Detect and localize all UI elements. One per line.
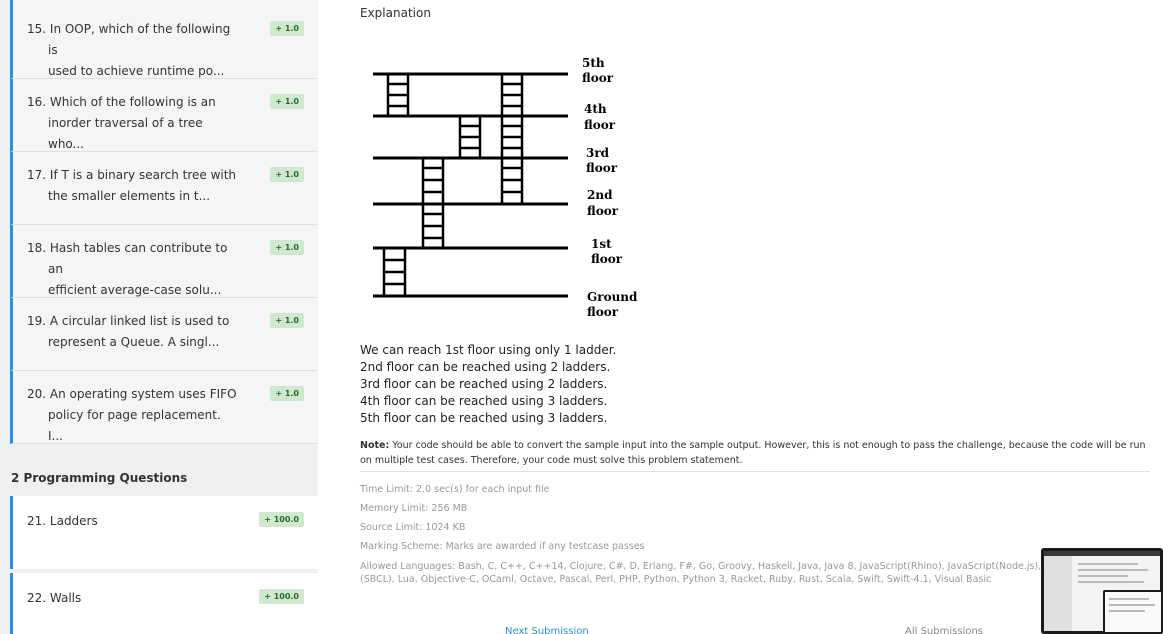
explanation-line: 4th floor can be reached using 3 ladders… bbox=[360, 394, 608, 408]
floor-label: 3rd bbox=[586, 146, 610, 160]
ladder bbox=[458, 116, 482, 158]
explanation-text: We can reach 1st floor using only 1 ladd… bbox=[360, 342, 616, 427]
question-item-21[interactable]: 21. Ladders + 100.0 bbox=[10, 496, 318, 569]
question-title: 22. Walls bbox=[27, 591, 82, 605]
floor-label: floor bbox=[582, 71, 614, 85]
note-label: Note: bbox=[360, 440, 390, 451]
programming-section-heading: 2 Programming Questions bbox=[11, 471, 188, 485]
note-paragraph: Note: Your code should be able to conver… bbox=[360, 438, 1150, 468]
floor-label: 4th bbox=[584, 102, 607, 116]
question-title: 19. A circular linked list is used to bbox=[27, 314, 230, 328]
explanation-line: 2nd floor can be reached using 2 ladders… bbox=[360, 360, 611, 374]
problem-content: Explanation bbox=[360, 0, 1163, 634]
question-title-cont: used to achieve runtime po... bbox=[48, 64, 225, 78]
marking-scheme: Marking Scheme: Marks are awarded if any… bbox=[360, 541, 645, 552]
score-badge: + 1.0 bbox=[270, 386, 304, 401]
floor-label: floor bbox=[584, 118, 616, 132]
time-limit: Time Limit: 2.0 sec(s) for each input fi… bbox=[360, 484, 550, 495]
question-title-cont: represent a Queue. A singl... bbox=[48, 335, 220, 349]
question-item-22[interactable]: 22. Walls + 100.0 bbox=[10, 573, 318, 634]
programming-question-list: 21. Ladders + 100.0 22. Walls + 100.0 bbox=[10, 496, 318, 634]
question-title-cont: inorder traversal of a tree who... bbox=[48, 116, 203, 151]
source-limit: Source Limit: 1024 KB bbox=[360, 522, 466, 533]
question-title: 15. In OOP, which of the following is bbox=[27, 22, 231, 57]
floor-label: floor bbox=[586, 161, 618, 175]
floor-label: 1st bbox=[591, 237, 612, 251]
ladder bbox=[386, 74, 410, 116]
question-item-18[interactable]: 18. Hash tables can contribute to an eff… bbox=[10, 225, 318, 298]
floor-label: 2nd bbox=[587, 188, 613, 202]
allowed-languages-line: (SBCL), Lua, Objective-C, OCaml, Octave,… bbox=[360, 574, 992, 585]
mcq-question-list: 15. In OOP, which of the following is us… bbox=[10, 0, 318, 444]
explanation-line: We can reach 1st floor using only 1 ladd… bbox=[360, 343, 617, 357]
score-badge: + 1.0 bbox=[270, 21, 304, 36]
memory-limit: Memory Limit: 256 MB bbox=[360, 503, 468, 514]
question-item-17[interactable]: 17. If T is a binary search tree with th… bbox=[10, 152, 318, 225]
question-item-15[interactable]: 15. In OOP, which of the following is us… bbox=[10, 0, 318, 79]
question-item-19[interactable]: 19. A circular linked list is used to re… bbox=[10, 298, 318, 371]
note-text: Your code should be able to convert the … bbox=[360, 440, 1146, 466]
allowed-languages: Allowed Languages: Bash, C, C++, C++14, … bbox=[360, 560, 1140, 586]
question-item-16[interactable]: 16. Which of the following is an inorder… bbox=[10, 79, 318, 152]
floor-label: floor bbox=[587, 204, 619, 218]
ladder bbox=[382, 248, 407, 296]
secondary-preview-thumbnail[interactable] bbox=[1103, 590, 1163, 634]
divider bbox=[360, 471, 1150, 472]
question-title: 21. Ladders bbox=[27, 514, 98, 528]
ladder bbox=[421, 158, 445, 248]
question-title: 17. If T is a binary search tree with bbox=[27, 168, 237, 182]
ladders-figure: 5th floor 4th floor 3rd floor 2nd floor … bbox=[373, 56, 638, 319]
score-badge: + 100.0 bbox=[259, 512, 304, 527]
floor-label: 5th bbox=[582, 56, 605, 70]
floor-label: floor bbox=[591, 252, 623, 266]
score-badge: + 1.0 bbox=[270, 167, 304, 182]
explanation-line: 5th floor can be reached using 3 ladders… bbox=[360, 411, 608, 425]
question-title-cont: the smaller elements in t... bbox=[48, 189, 211, 203]
all-submissions-link[interactable]: All Submissions bbox=[905, 626, 983, 634]
score-badge: + 1.0 bbox=[270, 240, 304, 255]
question-title: 20. An operating system uses FIFO bbox=[27, 387, 237, 401]
question-title: 18. Hash tables can contribute to an bbox=[27, 241, 228, 276]
question-sidebar: 15. In OOP, which of the following is us… bbox=[0, 0, 318, 634]
score-badge: + 1.0 bbox=[270, 94, 304, 109]
problem-limits: Time Limit: 2.0 sec(s) for each input fi… bbox=[360, 480, 1140, 586]
question-item-20[interactable]: 20. An operating system uses FIFO policy… bbox=[10, 371, 318, 444]
question-title: 16. Which of the following is an bbox=[27, 95, 216, 109]
ladder bbox=[500, 74, 524, 204]
floor-label: Ground bbox=[587, 290, 638, 304]
score-badge: + 100.0 bbox=[259, 589, 304, 604]
question-title-cont: policy for page replacement. I... bbox=[48, 408, 221, 443]
score-badge: + 1.0 bbox=[270, 313, 304, 328]
explanation-line: 3rd floor can be reached using 2 ladders… bbox=[360, 377, 608, 391]
next-submission-link[interactable]: Next Submission bbox=[505, 626, 589, 634]
allowed-languages-line: Allowed Languages: Bash, C, C++, C++14, … bbox=[360, 561, 1050, 572]
explanation-heading: Explanation bbox=[360, 6, 431, 20]
floor-label: floor bbox=[587, 305, 619, 319]
question-title-cont: efficient average-case solu... bbox=[48, 283, 222, 297]
